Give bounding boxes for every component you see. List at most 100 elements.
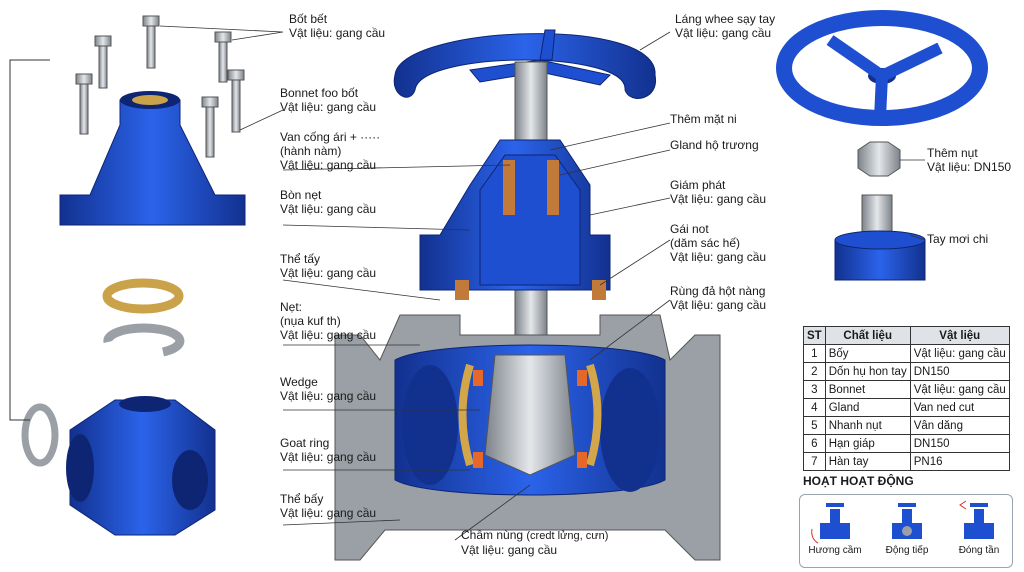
label-title: Wedge	[280, 375, 318, 389]
label-title: Bốt bết	[289, 12, 328, 26]
washer-split	[103, 323, 185, 357]
label-title: Bòn nẹt	[280, 188, 322, 202]
label-title: Gái not	[670, 222, 709, 236]
bom-cell: Hạn giáp	[824, 434, 911, 453]
label-wedge: Wedge Vật liệu: gang cầu	[280, 375, 376, 403]
bom-cell: 7	[803, 452, 826, 471]
label-title: Láng whee sạy tay	[675, 12, 776, 26]
operation-panel: Hương cầm Động tiếp Đóng tần	[799, 494, 1013, 568]
label-material: Vật liệu: gang cầu	[461, 543, 558, 557]
washer-left	[21, 403, 59, 467]
label-seat: Rùng đả hột nàng Vật liệu: gang cầu	[670, 284, 766, 312]
bom-cell: Nhanh nụt	[824, 416, 911, 435]
label-reducer: Giám phát Vật liệu: gang cầu	[670, 178, 766, 206]
bom-cell: 6	[803, 434, 826, 453]
bom-header-cell: Vật liệu	[909, 326, 1010, 345]
label-title: Thêm nụt	[927, 146, 978, 160]
body-exploded	[66, 396, 216, 536]
ext-nut-part	[857, 141, 901, 177]
label-ext-handle: Tay mơi chi	[927, 232, 988, 246]
label-title: Rùng đả hột nàng	[670, 284, 766, 298]
label-material: Vật liệu: gang cầu	[280, 450, 377, 464]
label-nut-pack: Nẹt: (nụa kuf th) Vật liệu: gang cầu	[280, 300, 376, 342]
label-title: Thể bấy	[280, 492, 324, 506]
bom-cell: Gland	[824, 398, 911, 417]
bolts-group	[75, 15, 245, 158]
bom-cell: DN150	[909, 434, 1010, 453]
label-title-2: (dăm sác hế)	[670, 236, 741, 250]
bom-cell: Dốn hụ hon tay	[824, 362, 911, 381]
label-title-2: (hành nàm)	[280, 144, 342, 158]
label-bonnet-bolt: Bonnet foo bốt Vật liệu: gang cầu	[280, 86, 376, 114]
bom-cell: 2	[803, 362, 826, 381]
label-gasket: Gái not (dăm sác hế) Vật liệu: gang cầu	[670, 222, 766, 264]
label-title-suffix: (credt lửng, cưn)	[526, 530, 609, 542]
label-title: Gland hộ trương	[670, 138, 759, 152]
bom-header-row: ST Chất liệu Vật liệu	[803, 326, 1010, 345]
washer-brass	[102, 278, 184, 314]
valve-open-icon	[811, 503, 850, 544]
label-body-upper: Thể tấy Vật liệu: gang cầu	[280, 252, 376, 280]
bom-cell: 1	[803, 344, 826, 363]
operation-caption: Đóng tần	[958, 545, 1000, 556]
label-body-lower: Thể bấy Vật liệu: gang cầu	[280, 492, 376, 520]
bracket-line	[9, 59, 50, 421]
bom-cell: Bonnet	[824, 380, 911, 399]
label-material: Vật liệu: gang cầu	[670, 250, 767, 264]
ext-handle-part	[834, 194, 926, 281]
bom-cell: Hàn tay	[824, 452, 911, 471]
bom-header-cell: ST	[803, 326, 826, 345]
handwheel-right	[776, 10, 988, 126]
bom-cell: 3	[803, 380, 826, 399]
label-title: Thêm mặt ni	[670, 112, 737, 126]
label-title: Goat ring	[280, 436, 330, 450]
main-valve	[334, 29, 721, 561]
operation-icons	[811, 500, 994, 544]
label-seat-ring: Goat ring Vật liệu: gang cầu	[280, 436, 376, 464]
label-bottom: Chầm nùng (credt lửng, cưn) Vật liệu: ga…	[461, 528, 608, 557]
leader-lines	[159, 25, 926, 541]
valve-mid-icon	[892, 503, 922, 539]
bonnet-exploded	[59, 91, 246, 226]
valve-close-icon	[959, 500, 994, 539]
label-material: Vật liệu: DN150	[927, 160, 1012, 174]
operation-caption: Hương cầm	[808, 545, 862, 556]
label-title: Van cống ári + ·····	[280, 130, 381, 144]
label-material: Vật liệu: gang cầu	[280, 202, 377, 216]
bom-cell: Vân dăng	[909, 416, 1010, 435]
label-material: Vật liệu: gang cầu	[289, 26, 386, 40]
label-material: Vật liệu: gang cầu	[280, 266, 377, 280]
label-title: Tay mơi chi	[927, 232, 989, 246]
label-material: Vật liệu: gang cầu	[280, 100, 377, 114]
label-bonnet: Bòn nẹt Vật liệu: gang cầu	[280, 188, 376, 216]
bom-cell: DN150	[909, 362, 1010, 381]
label-title: Nẹt:	[280, 300, 303, 314]
label-material: Vật liệu: gang cầu	[670, 298, 767, 312]
label-material: Vật liệu: gang cầu	[280, 158, 377, 172]
bom-cell: Vật liệu: gang cầu	[909, 344, 1010, 363]
label-material: Vật liệu: gang cầu	[280, 506, 377, 520]
label-title-2: (nụa kuf th)	[280, 314, 341, 328]
bom-cell: Vật liệu: gang cầu	[909, 380, 1010, 399]
bom-cell: PN16	[909, 452, 1010, 471]
label-top-nut: Thêm mặt ni	[670, 112, 737, 126]
label-ext-nut: Thêm nụt Vật liệu: DN150	[927, 146, 1011, 174]
bom-cell: Van ned cut	[909, 398, 1010, 417]
bom-cell: 4	[803, 398, 826, 417]
label-gate-stem: Van cống ári + ····· (hành nàm) Vật liệu…	[280, 130, 380, 172]
label-title: Bonnet foo bốt	[280, 86, 359, 100]
label-material: Vật liệu: gang cầu	[670, 192, 767, 206]
label-gland: Gland hộ trương	[670, 138, 759, 152]
label-bolt: Bốt bết Vật liệu: gang cầu	[289, 12, 385, 40]
bom-header-cell: Chất liệu	[824, 326, 911, 345]
label-material: Vật liệu: gang cầu	[280, 328, 377, 342]
